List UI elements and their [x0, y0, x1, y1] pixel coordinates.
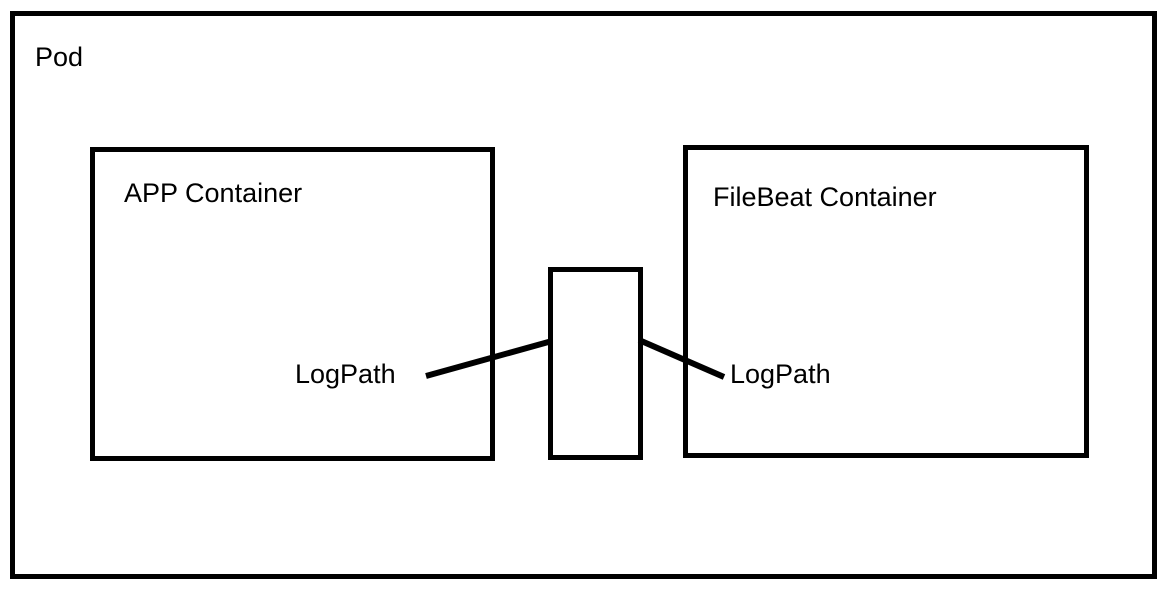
- app-container-label: APP Container: [124, 178, 303, 208]
- filebeat-container-label: FileBeat Container: [713, 182, 937, 212]
- app-logpath-label: LogPath: [295, 359, 396, 389]
- filebeat-container-box: [683, 145, 1089, 458]
- pod-boundary-box: [10, 11, 1157, 579]
- pod-label: Pod: [35, 42, 84, 72]
- shared-volume-box: [548, 267, 643, 460]
- app-container-box: [90, 147, 495, 461]
- filebeat-logpath-label: LogPath: [730, 359, 831, 389]
